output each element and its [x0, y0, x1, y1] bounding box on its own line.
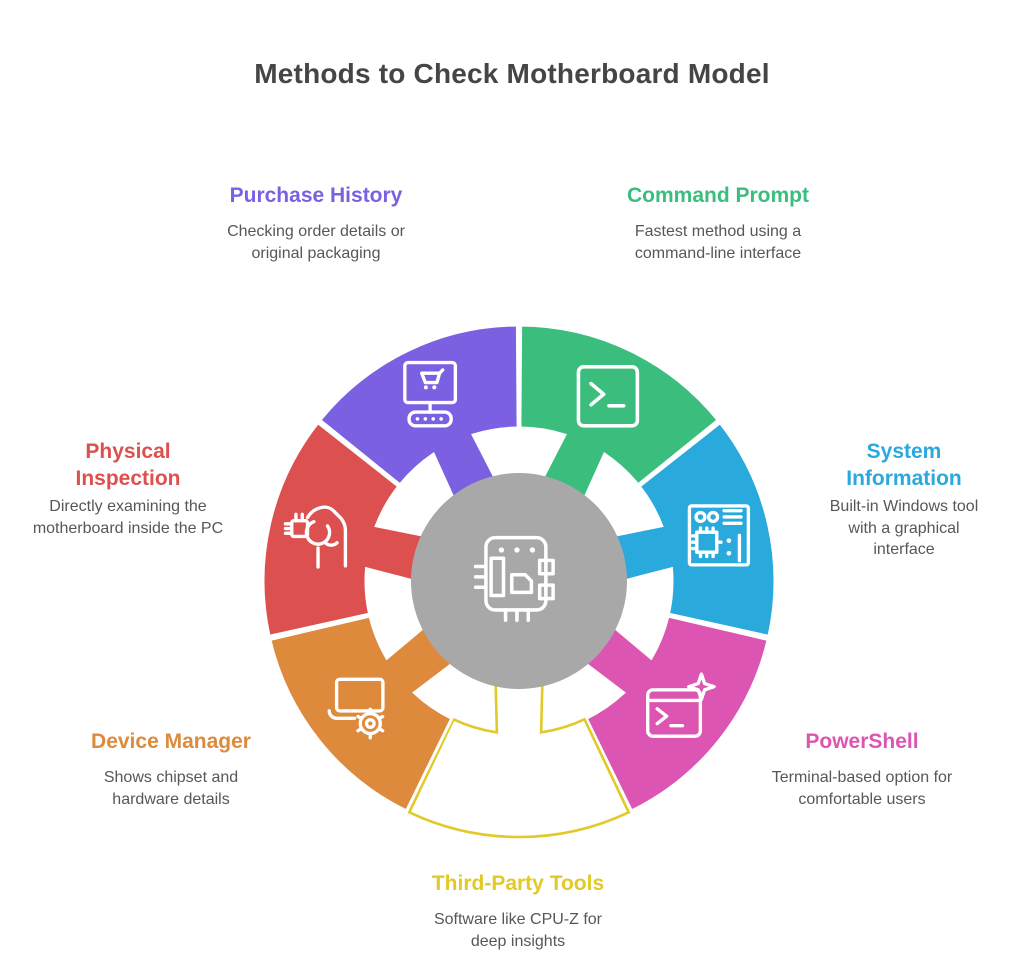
physical-inspection-description: Directly examining the motherboard insid…	[32, 498, 224, 537]
third-party-tools-label: Third-Party Tools	[431, 872, 605, 895]
powershell-label: PowerShell	[805, 730, 919, 753]
system-information-description: Built-in Windows tool with a graphical i…	[829, 498, 979, 558]
command-prompt-description: Fastest method using a command-line inte…	[634, 223, 802, 262]
device-manager-description: Shows chipset and hardware details	[103, 769, 239, 808]
physical-inspection-label: Physical Inspection	[75, 440, 181, 490]
powershell-block: PowerShell Terminal-based option for com…	[744, 728, 980, 810]
system-information-label: System Information	[846, 440, 962, 490]
powershell-description: Terminal-based option for comfortable us…	[771, 769, 953, 808]
device-manager-block: Device Manager Shows chipset and hardwar…	[53, 728, 289, 810]
physical-inspection-block: Physical Inspection Directly examining t…	[18, 438, 238, 539]
device-manager-label: Device Manager	[91, 730, 251, 753]
command-prompt-label: Command Prompt	[626, 184, 809, 207]
third-party-tools-segment	[407, 680, 631, 839]
center-circle	[411, 473, 627, 689]
powershell-segment	[581, 614, 771, 814]
third-party-tools-description: Software like CPU-Z for deep insights	[433, 911, 603, 950]
page-title: Methods to Check Motherboard Model	[254, 58, 770, 89]
purchase-history-description: Checking order details or original packa…	[227, 223, 405, 262]
purchase-history-block: Purchase History Checking order details …	[196, 182, 436, 264]
purchase-history-label: Purchase History	[229, 184, 403, 207]
system-information-block: System Information Built-in Windows tool…	[804, 438, 1004, 561]
third-party-tools-block: Third-Party Tools Software like CPU-Z fo…	[378, 870, 658, 952]
command-prompt-segment	[518, 323, 721, 503]
command-prompt-block: Command Prompt Fastest method using a co…	[598, 182, 838, 264]
system-information-segment	[610, 420, 777, 639]
device-manager-segment	[267, 614, 457, 814]
